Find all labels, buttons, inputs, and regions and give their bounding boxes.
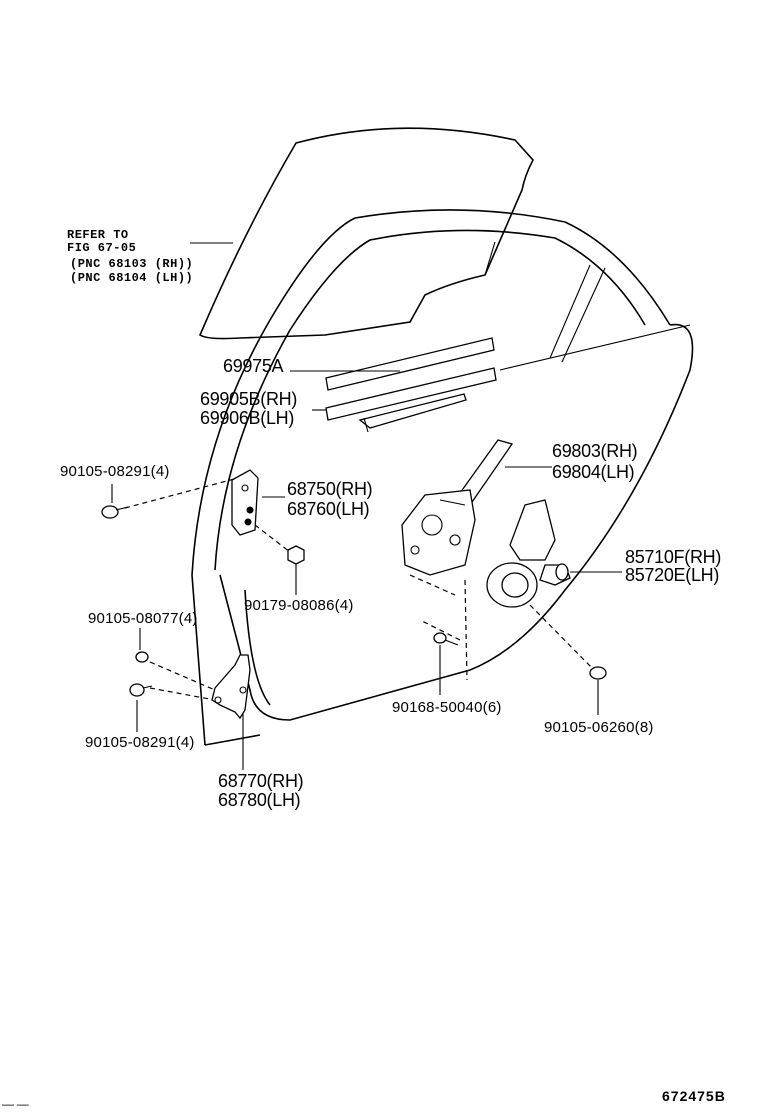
label-69804: 69804(LH): [552, 462, 635, 482]
glass-run-channel: [325, 337, 497, 433]
refer-pnc-rh: (PNC 68103 (RH)): [70, 257, 194, 271]
label-68770: 68770(RH): [218, 771, 304, 791]
bolt-90105-08291-bottom: [129, 683, 153, 697]
label-85710F: 85710F(RH): [625, 547, 722, 567]
upper-window-bracket: [231, 469, 259, 536]
label-90179-08086: 90179-08086(4): [244, 597, 354, 614]
label-90105-08077: 90105-08077(4): [88, 610, 198, 627]
window-motor: [486, 499, 571, 608]
label-69975A: 69975A: [223, 356, 284, 376]
label-90105-06260: 90105-06260(8): [544, 719, 654, 736]
bolt-90105-08291-top: [101, 505, 129, 519]
refer-pnc-lh: (PNC 68104 (LH)): [70, 271, 194, 285]
bolt-90105-06260: [589, 666, 607, 680]
window-regulator: [401, 439, 514, 576]
figure-code: 672475B: [662, 1088, 726, 1104]
label-85720E: 85720E(LH): [625, 565, 720, 585]
door-frame: [191, 209, 694, 746]
refer-to-line: REFER TO: [67, 228, 129, 242]
bolt-90105-08077: [135, 651, 149, 663]
label-90168-50040: 90168-50040(6): [392, 699, 502, 716]
label-90105-08291-bottom: 90105-08291(4): [85, 734, 195, 751]
label-68750: 68750(RH): [287, 479, 373, 499]
leader-lines: [111, 242, 622, 770]
label-68780: 68780(LH): [218, 790, 301, 810]
bolt-90168-50040: [433, 632, 459, 646]
label-69803: 69803(RH): [552, 441, 638, 461]
label-90105-08291-top: 90105-08291(4): [60, 463, 170, 480]
label-68760: 68760(LH): [287, 499, 370, 519]
corner-mark: — —: [2, 1097, 29, 1111]
lower-window-bracket: [211, 654, 251, 720]
dashed-guides: [124, 477, 593, 701]
door-glass: [198, 127, 534, 340]
label-69906B: 69906B(LH): [200, 408, 295, 428]
label-69905B: 69905B(RH): [200, 389, 298, 409]
nut-90179-08086: [287, 545, 305, 565]
refer-fig-line: FIG 67-05: [67, 241, 137, 255]
